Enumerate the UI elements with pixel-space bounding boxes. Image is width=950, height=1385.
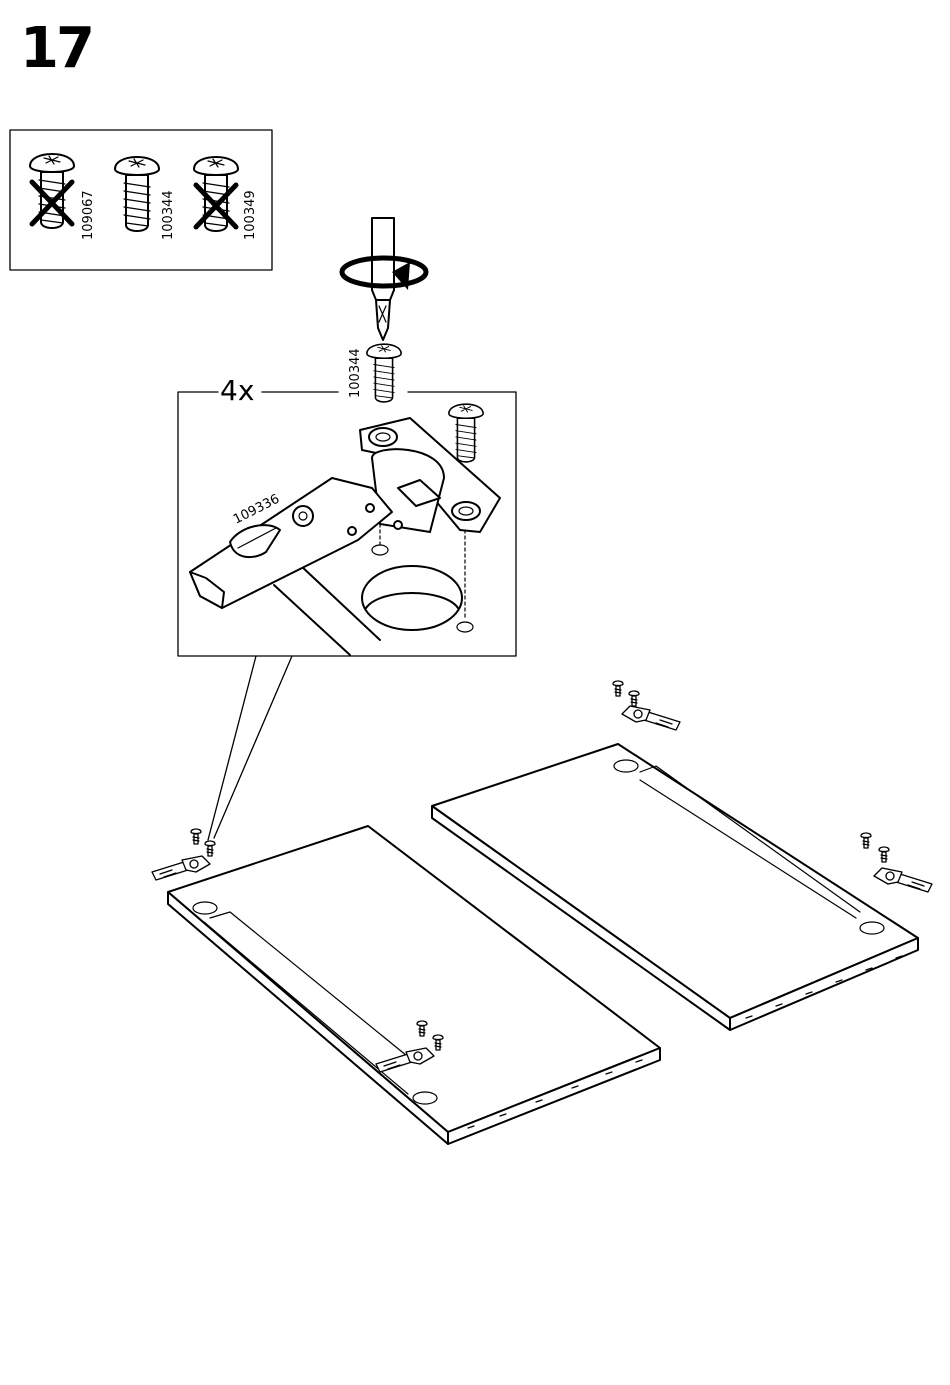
screw-icon <box>879 847 889 862</box>
screw-icon <box>861 833 871 848</box>
screw-100349-icon <box>194 157 238 231</box>
screw-icon <box>205 841 215 856</box>
screw-icon <box>629 691 639 706</box>
hinge-icon <box>152 856 210 880</box>
screw-icon <box>191 829 201 844</box>
screw-icon <box>613 681 623 696</box>
hinge-icon <box>874 868 932 892</box>
screw-100344-icon <box>115 157 159 231</box>
detail-callout: 4x 100344 109336 <box>178 348 516 656</box>
screw-code-100344: 100344 <box>161 190 176 240</box>
screw-icon <box>367 344 401 402</box>
detail-screw-code: 100344 <box>348 348 363 398</box>
screw-109067-icon <box>30 154 74 228</box>
screw-code-109067: 109067 <box>81 190 96 240</box>
hinge-icon <box>622 706 680 730</box>
quantity-label: 4x <box>220 374 254 407</box>
screw-icon <box>449 404 483 462</box>
screw-legend-box: 109067 100344 100349 <box>10 130 272 270</box>
screw-code-100349: 100349 <box>243 190 258 240</box>
screwdriver-icon <box>372 218 394 340</box>
